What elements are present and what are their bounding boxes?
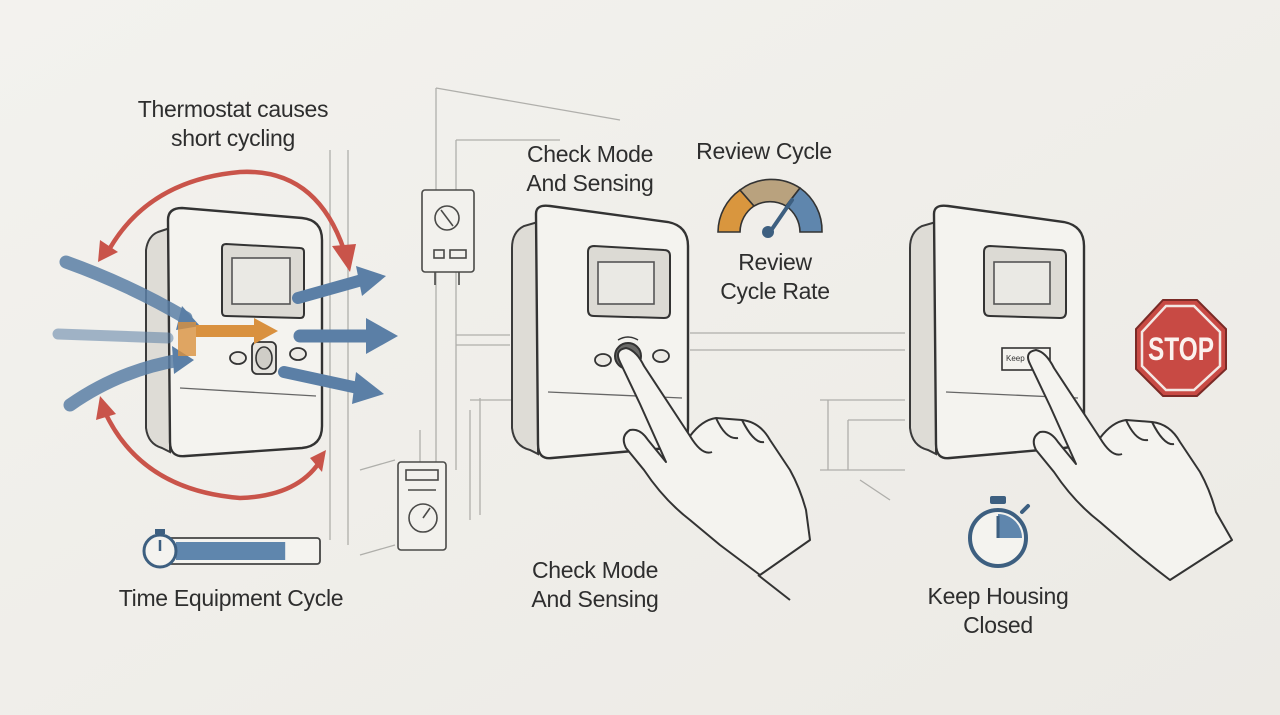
cause-label-line1: Thermostat causes xyxy=(137,96,329,122)
review-cycle-title-text: Review Cycle xyxy=(696,138,832,164)
review-cycle-rate-label: Review Cycle Rate xyxy=(690,248,860,306)
check-mode-top-line1: Check Mode xyxy=(526,141,654,167)
pointing-hand-icon xyxy=(617,347,811,601)
check-mode-top-line2: And Sensing xyxy=(526,170,654,196)
cause-label: Thermostat causes short cycling xyxy=(113,95,353,153)
time-equipment-cycle-label: Time Equipment Cycle xyxy=(100,584,362,613)
check-mode-top-label: Check Mode And Sensing xyxy=(500,140,680,198)
stopwatch-icon xyxy=(142,529,178,569)
keep-housing-closed-label: Keep Housing Closed xyxy=(900,582,1096,640)
pointing-hand-icon xyxy=(1027,349,1233,581)
stop-sign-text: STOP xyxy=(1148,331,1214,367)
check-mode-bottom-label: Check Mode And Sensing xyxy=(505,556,685,614)
wall-control-panel xyxy=(421,189,475,285)
check-mode-bottom-line2: And Sensing xyxy=(531,586,659,612)
gauge-icon xyxy=(717,178,823,238)
stop-sign-icon: STOP xyxy=(1135,299,1227,397)
review-cycle-rate-line1: Review xyxy=(738,249,812,275)
check-mode-bottom-line1: Check Mode xyxy=(531,557,659,583)
wall-timer-box xyxy=(397,461,447,551)
keep-tag-label: Keep xyxy=(1006,354,1025,363)
cause-label-line2: short cycling xyxy=(171,125,295,151)
review-cycle-rate-line2: Cycle Rate xyxy=(720,278,830,304)
heat-arrow-icon xyxy=(178,318,278,356)
keep-housing-line1: Keep Housing xyxy=(927,583,1069,609)
keep-housing-line2: Closed xyxy=(963,612,1033,638)
circular-arrow-icon xyxy=(96,169,356,501)
time-equipment-cycle-text: Time Equipment Cycle xyxy=(118,585,344,611)
stopwatch-icon xyxy=(968,496,1030,568)
review-cycle-title: Review Cycle xyxy=(676,137,852,166)
